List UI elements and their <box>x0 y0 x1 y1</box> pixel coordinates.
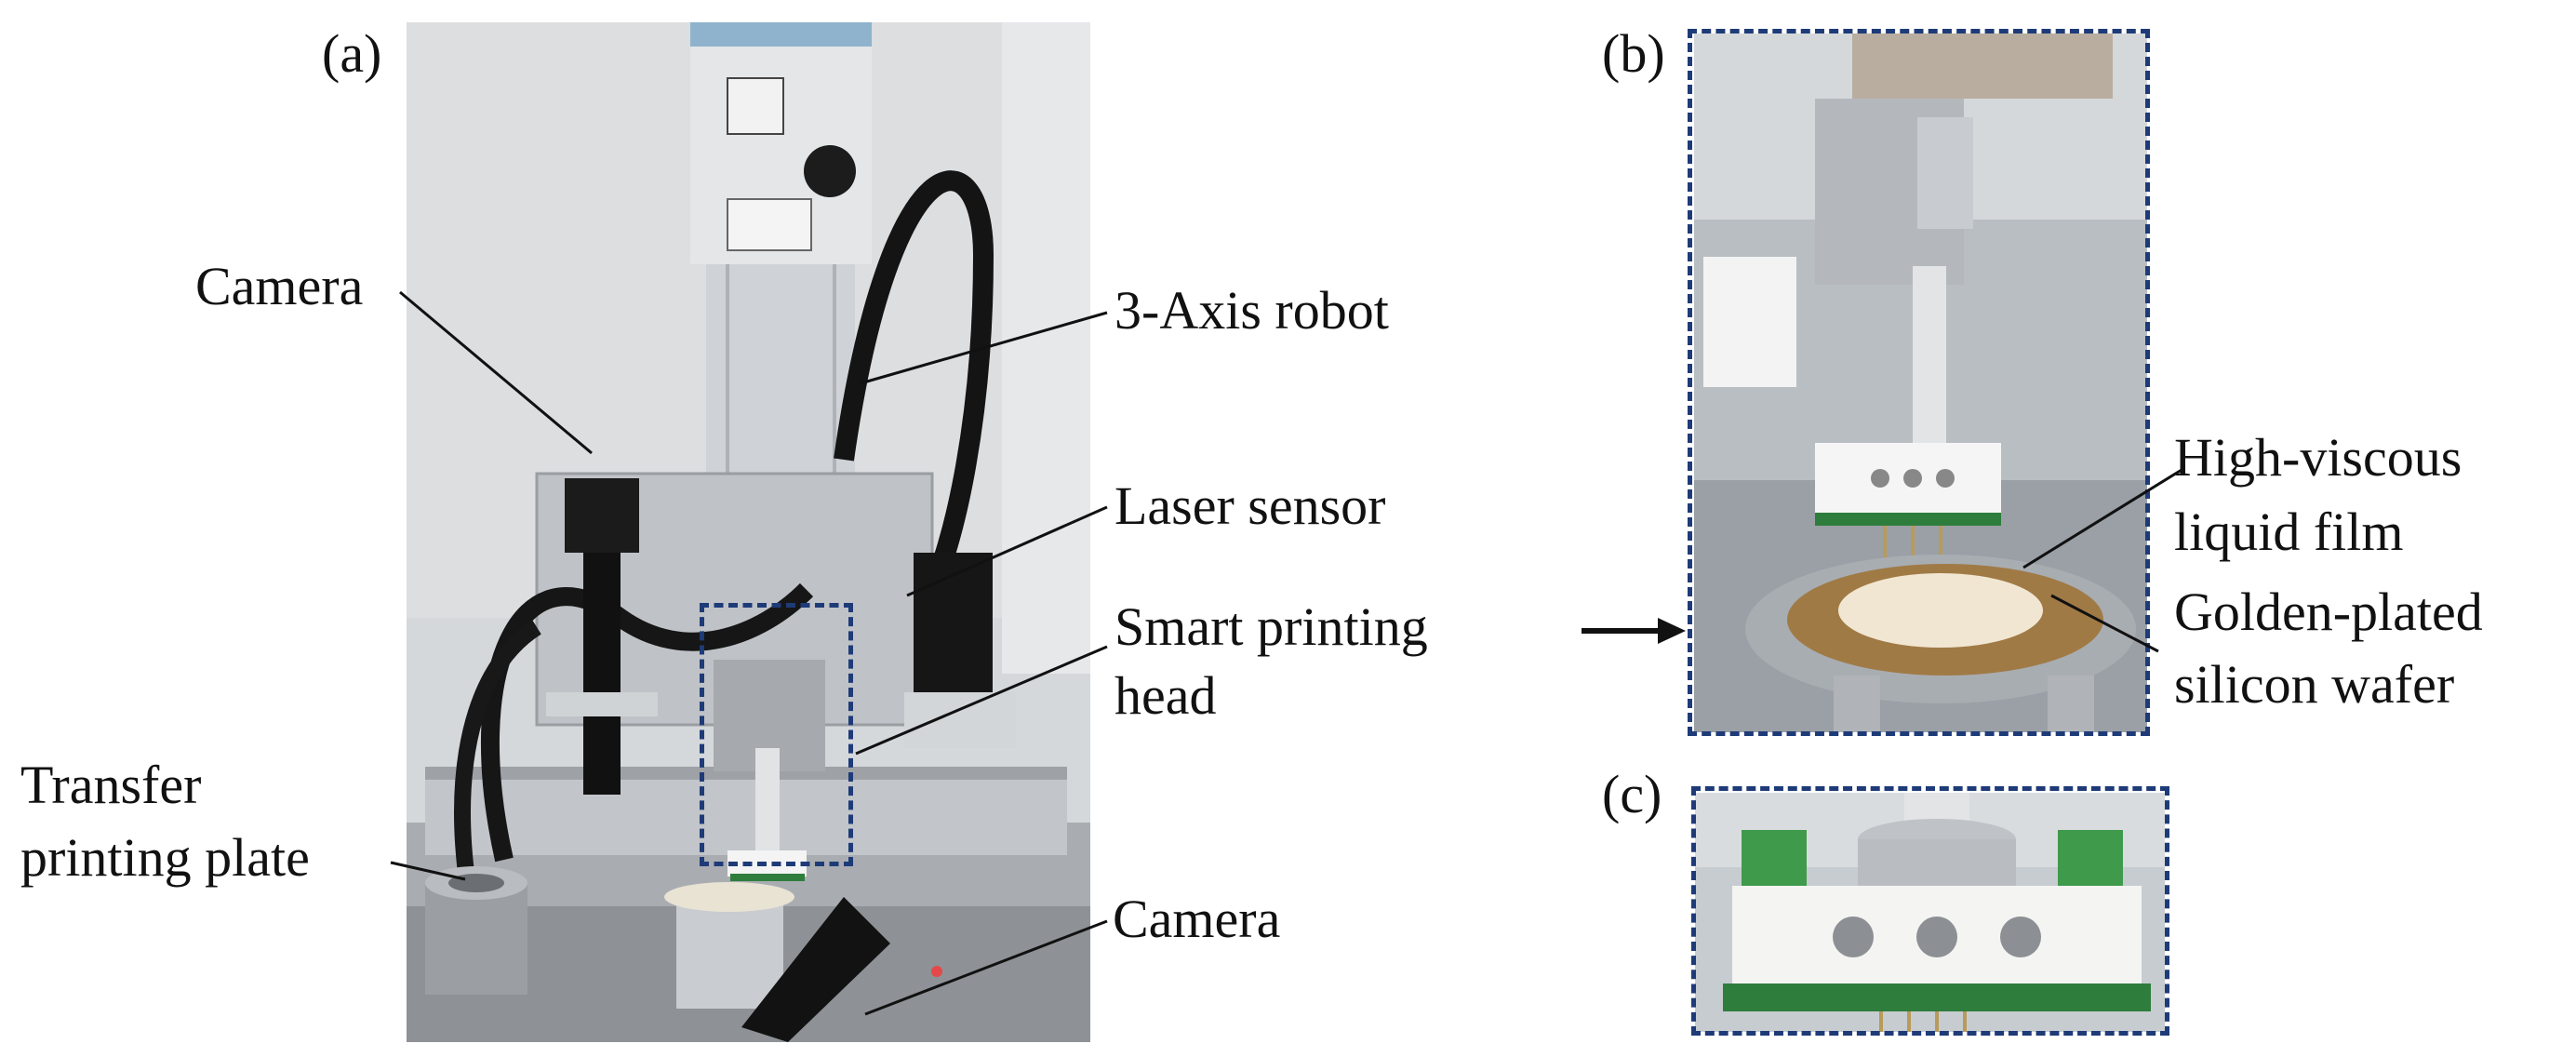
panel-a-illustration <box>407 22 1090 1042</box>
panel-b-illustration <box>1694 33 2147 732</box>
label-film-line2: liquid film <box>2174 502 2404 562</box>
label-film-line1: High-viscous <box>2174 427 2463 488</box>
panel-b-frame <box>1688 29 2150 736</box>
photo-panel-b <box>1694 33 2147 732</box>
arrow-icon <box>1582 618 1686 644</box>
panel-letter-b: (b) <box>1602 23 1665 84</box>
panel-letter-a: (a) <box>322 23 382 84</box>
label-camera-bottom: Camera <box>1113 889 1281 949</box>
label-head-line1: Smart printing <box>1114 596 1428 657</box>
label-camera-top: Camera <box>195 256 364 316</box>
panel-letter-c: (c) <box>1602 764 1662 824</box>
label-plate-line1: Transfer <box>20 755 202 815</box>
photo-panel-a <box>407 22 1090 1042</box>
head-highlight-box <box>700 603 853 866</box>
photo-panel-c <box>1695 793 2165 1032</box>
label-laser: Laser sensor <box>1114 475 1386 536</box>
label-robot: 3-Axis robot <box>1114 280 1389 341</box>
panel-c-frame <box>1691 786 2169 1036</box>
label-head-line2: head <box>1114 665 1217 726</box>
label-wafer-line1: Golden-plated <box>2174 582 2483 642</box>
label-wafer-line2: silicon wafer <box>2174 654 2455 715</box>
panel-c-illustration <box>1695 793 2165 1032</box>
label-plate-line2: printing plate <box>20 827 310 888</box>
